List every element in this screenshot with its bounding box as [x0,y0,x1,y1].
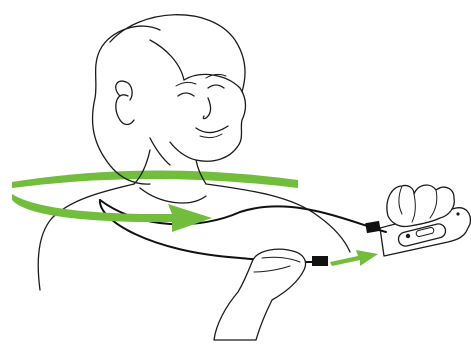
torso-right [205,183,351,253]
rotation-arrow-icon [12,194,212,232]
torso-left [37,183,135,291]
left-eye [177,92,195,97]
smile [195,125,229,134]
right-eye [207,84,225,89]
hair-outline [91,25,161,185]
left-eyebrow [175,81,197,87]
ear [115,94,135,126]
nose [202,97,212,120]
face-outline [169,73,247,162]
jaw [149,137,171,166]
remote-hand-finger-2 [429,189,438,219]
neckloop-plug [312,256,328,266]
hand-finger [261,256,301,263]
hand-holding-plug [213,248,307,341]
hair-top [109,14,246,93]
neck-left [133,149,151,185]
hand-thumb [253,265,291,273]
rotation-arrow-back-icon [12,170,298,188]
right-eyebrow [205,73,227,79]
hearing-aid-icon [115,80,133,101]
hand-holding-remote [386,184,455,228]
remote-hand-finger-3 [398,185,403,215]
shirt-neckline [139,187,207,204]
remote-hand-finger-1 [411,193,416,223]
neck-right [195,159,207,185]
insert-arrow-icon [330,250,378,266]
remote-control [365,207,471,257]
lower-lip [199,133,223,139]
hair-strand [149,39,185,81]
